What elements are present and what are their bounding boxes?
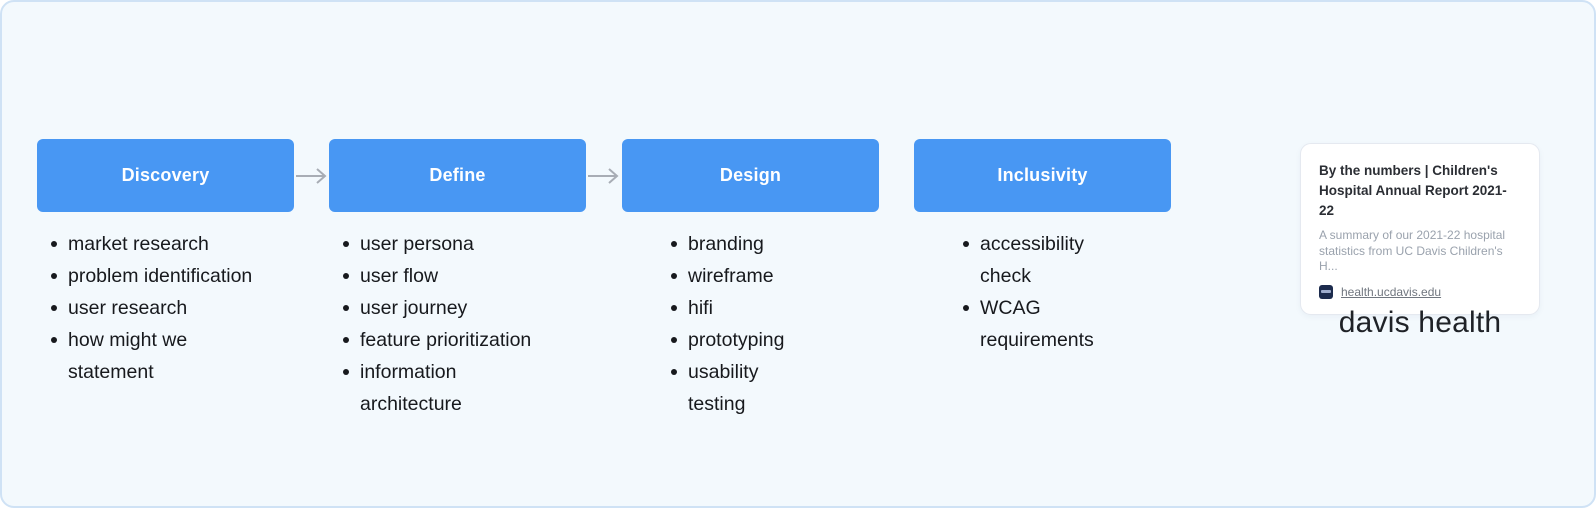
card-description: A summary of our 2021-22 hospital statis… <box>1319 228 1506 273</box>
stage-box-design[interactable]: Design <box>622 139 879 212</box>
stage-box-discovery[interactable]: Discovery <box>37 139 294 212</box>
list-item: user journey <box>342 292 586 324</box>
stage-column-inclusivity: Inclusivity accessibility check WCAG req… <box>914 139 1171 356</box>
stage-list-design: branding wireframe hifi prototyping usab… <box>622 228 879 420</box>
davis-health-wordmark: davis health <box>1338 306 1502 339</box>
list-item: prototyping <box>670 324 879 356</box>
list-item: WCAG requirements <box>962 292 1171 356</box>
list-item: feature prioritization <box>342 324 586 356</box>
stage-label: Inclusivity <box>997 165 1088 185</box>
stage-list-discovery: market research problem identification u… <box>37 228 294 388</box>
list-item: information architecture <box>342 356 586 420</box>
list-item: market research <box>50 228 294 260</box>
arrow-right-icon <box>294 166 330 186</box>
stage-box-define[interactable]: Define <box>329 139 586 212</box>
list-item: hifi <box>670 292 879 324</box>
list-item: problem identification <box>50 260 294 292</box>
list-item: how might we statement <box>50 324 294 388</box>
arrow-right-icon <box>586 166 622 186</box>
card-link-row: health.ucdavis.edu <box>1319 284 1521 299</box>
stage-list-inclusivity: accessibility check WCAG requirements <box>914 228 1171 356</box>
list-item: accessibility check <box>962 228 1171 292</box>
stage-box-inclusivity[interactable]: Inclusivity <box>914 139 1171 212</box>
card-title: By the numbers | Children's Hospital Ann… <box>1319 163 1507 218</box>
ucdavis-favicon-icon <box>1319 284 1333 299</box>
stage-label: Discovery <box>121 165 210 185</box>
list-item: usability testing <box>670 356 879 420</box>
stage-label: Design <box>719 165 782 185</box>
list-item: wireframe <box>670 260 879 292</box>
list-item: user research <box>50 292 294 324</box>
stage-column-define: Define user persona user flow user journ… <box>329 139 586 420</box>
list-item: branding <box>670 228 879 260</box>
list-item: user flow <box>342 260 586 292</box>
stage-list-define: user persona user flow user journey feat… <box>329 228 586 420</box>
link-preview-card[interactable]: By the numbers | Children's Hospital Ann… <box>1300 143 1540 315</box>
stage-column-design: Design branding wireframe hifi prototypi… <box>622 139 879 420</box>
list-item: user persona <box>342 228 586 260</box>
stage-label: Define <box>429 165 486 185</box>
stage-column-discovery: Discovery market research problem identi… <box>37 139 294 388</box>
card-url-link[interactable]: health.ucdavis.edu <box>1341 284 1442 299</box>
